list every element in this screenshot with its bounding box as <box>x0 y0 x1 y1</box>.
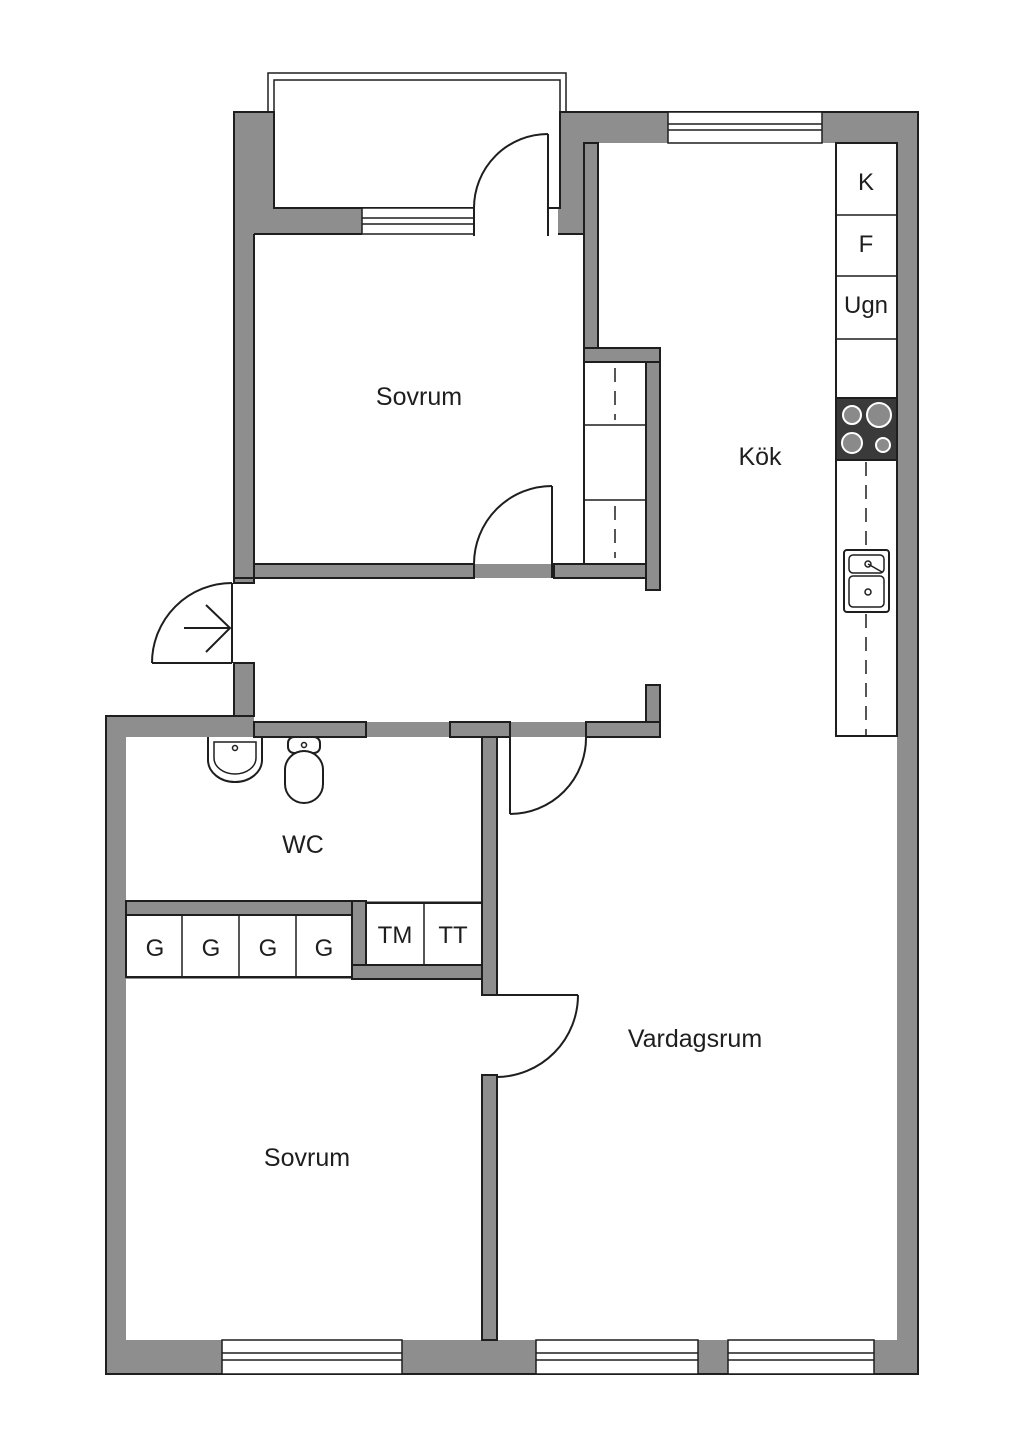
window-kitchen <box>667 111 823 144</box>
windows <box>221 111 875 1375</box>
freezer-label: F <box>859 231 874 258</box>
wc-fixtures <box>207 736 324 804</box>
wardrobe-label: G <box>259 935 278 962</box>
entrance-door <box>151 582 233 664</box>
room-label-bedroom-top: Sovrum <box>376 383 462 411</box>
room-label-living: Vardagsrum <box>628 1025 762 1053</box>
room-label-bedroom-bottom: Sovrum <box>264 1144 350 1172</box>
interior-walls <box>125 142 661 1341</box>
fridge-label: K <box>858 169 874 196</box>
wc-door <box>509 736 588 815</box>
entrance-arrow-icon <box>184 604 232 653</box>
window-top-bedroom <box>361 207 475 235</box>
oven-label: Ugn <box>844 292 888 319</box>
kitchen-counter <box>835 142 898 737</box>
storage-row <box>125 902 483 978</box>
top-bedroom-door <box>473 485 553 578</box>
doors <box>151 130 588 1078</box>
wardrobe-label: G <box>202 935 221 962</box>
sink-icon <box>843 549 890 613</box>
room-label-wc: WC <box>282 831 324 859</box>
stove-burners-icon <box>841 402 892 454</box>
wardrobe-label: G <box>315 935 334 962</box>
bottom-bedroom-door <box>496 994 579 1078</box>
balcony-door <box>473 130 560 236</box>
wardrobe-label: G <box>146 935 165 962</box>
room-label-kitchen: Kök <box>738 443 782 471</box>
washbasin-icon <box>207 737 263 783</box>
room-interiors <box>126 143 897 1340</box>
bedroom-wardrobe <box>583 361 647 565</box>
toilet-icon <box>284 736 324 804</box>
window-bedroom-bottom <box>221 1339 403 1375</box>
washer-label: TM <box>378 922 413 949</box>
dryer-label: TT <box>438 922 468 949</box>
window-living-1 <box>535 1339 699 1375</box>
window-living-2 <box>727 1339 875 1375</box>
